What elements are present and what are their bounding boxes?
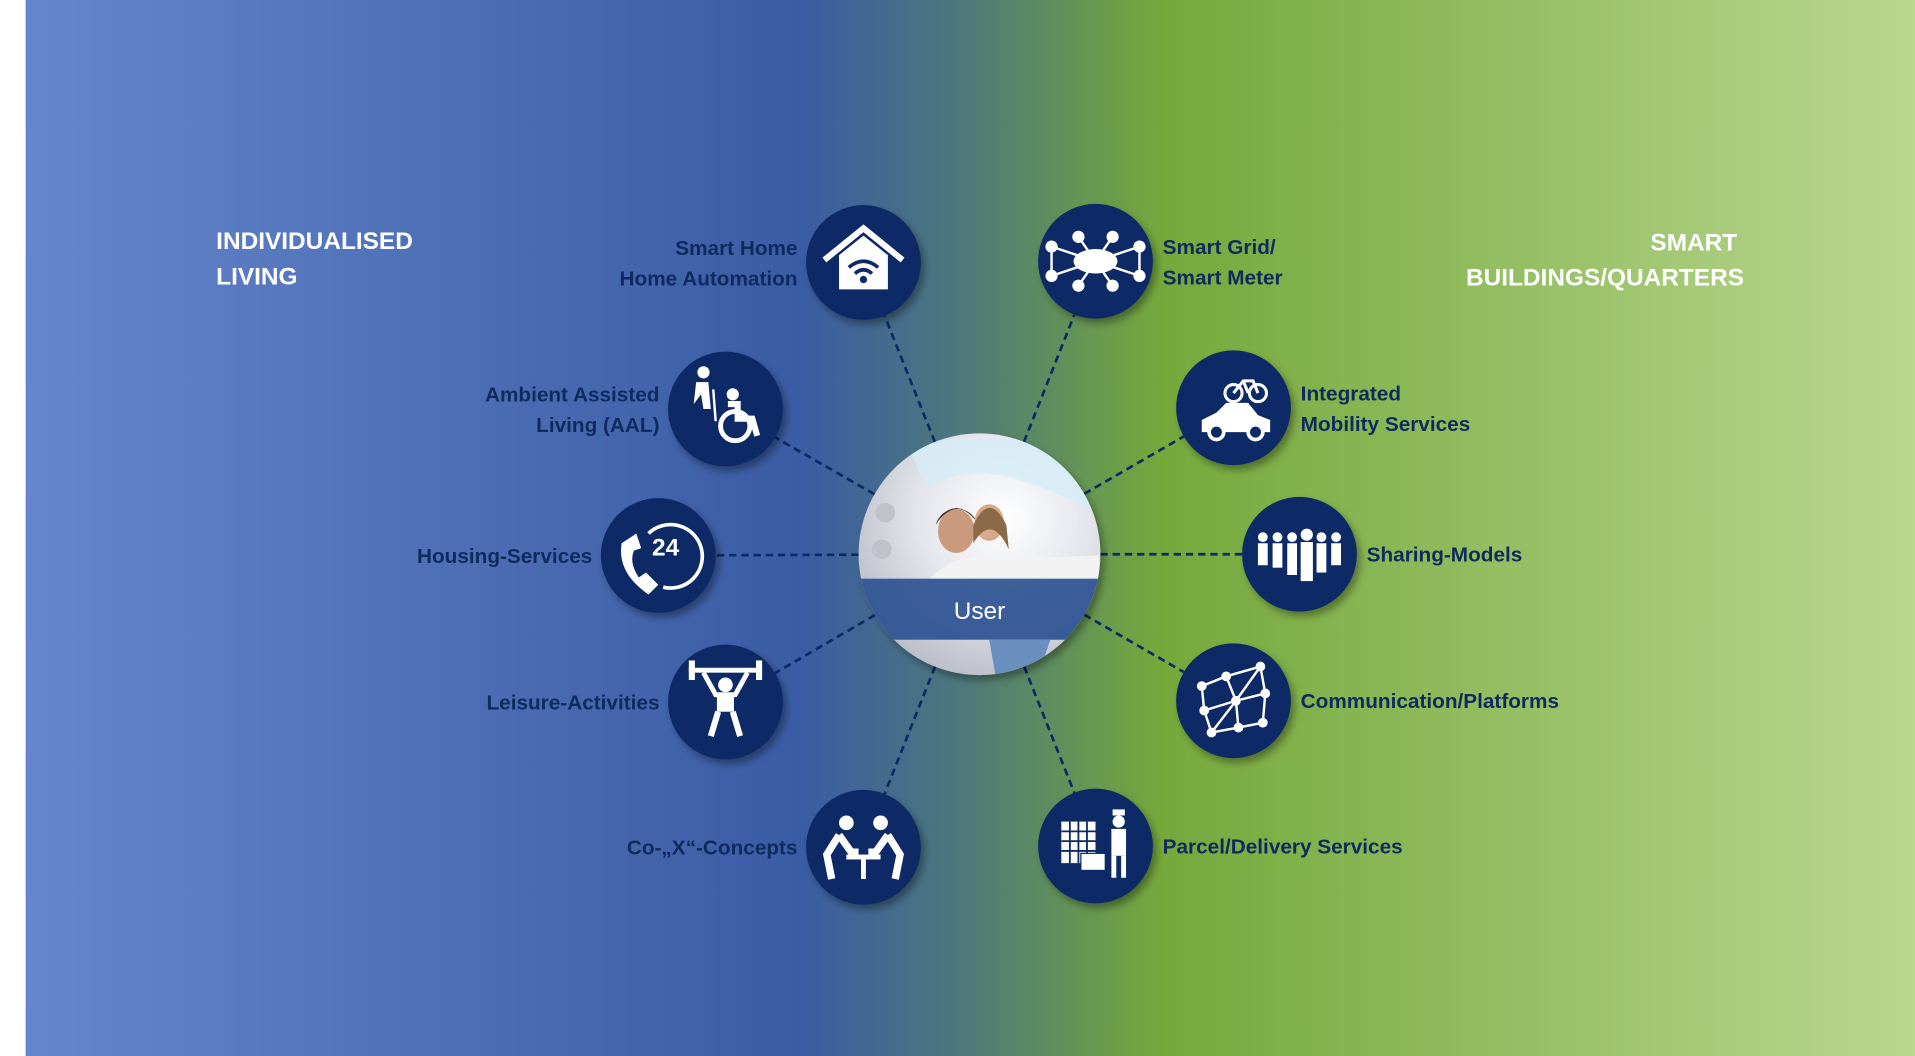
node-circle — [1038, 788, 1153, 904]
right-node-3[interactable]: Communication/Platforms — [1176, 643, 1559, 759]
right-node-2[interactable]: Sharing-Models — [1242, 496, 1523, 612]
connector-line — [1022, 314, 1076, 443]
left-node-label: Housing-Services — [417, 545, 592, 568]
node-circle — [668, 351, 783, 467]
user-label: User — [954, 598, 1006, 625]
svg-text:24: 24 — [652, 534, 680, 561]
right-node-4[interactable]: Parcel/Delivery Services — [1038, 788, 1403, 904]
right-node-label: Parcel/Delivery Services — [1163, 835, 1403, 858]
bike-car-icon — [1201, 379, 1271, 442]
right-title: SMART BUILDINGS/QUARTERS — [1466, 229, 1744, 291]
grid-network-icon — [1045, 230, 1146, 292]
parcel-delivery-icon — [1061, 809, 1127, 878]
right-node-0[interactable]: Smart Grid/Smart Meter — [1038, 203, 1283, 319]
left-node-label: Leisure-Activities — [486, 691, 659, 714]
smart-home-wifi-icon — [822, 224, 905, 290]
connector-line — [883, 666, 937, 795]
connector-line — [1083, 613, 1185, 674]
left-node-3[interactable]: Leisure-Activities — [486, 644, 783, 760]
connector-line — [883, 315, 937, 443]
right-node-label: Communication/Platforms — [1301, 690, 1559, 713]
left-node-label: Co-„X“-Concepts — [627, 837, 798, 860]
connector-line — [1083, 435, 1185, 496]
node-circle — [1242, 496, 1357, 612]
network-nodes-icon — [1196, 661, 1271, 738]
connector-lines — [715, 314, 1243, 795]
left-title: INDIVIDUALISED LIVING — [216, 228, 419, 290]
right-node-label: Sharing-Models — [1367, 544, 1523, 567]
right-node-label: Smart Grid/Smart Meter — [1163, 236, 1283, 290]
left-margin — [0, 0, 26, 1056]
node-circle — [806, 789, 921, 905]
weightlifter-icon — [688, 660, 763, 738]
connector-line — [774, 613, 876, 675]
left-node-2[interactable]: 24 Housing-Services — [417, 498, 716, 613]
people-group-icon — [1257, 528, 1341, 582]
connector-line — [774, 436, 876, 496]
coworking-icon — [822, 815, 904, 880]
user-center-node[interactable]: User — [855, 433, 1104, 676]
left-node-4[interactable]: Co-„X“-Concepts — [627, 789, 921, 905]
connector-line — [1022, 666, 1076, 794]
phone-24h-icon: 24 — [620, 522, 705, 595]
elderly-wheelchair-icon — [693, 366, 761, 444]
user-photo — [858, 439, 1101, 676]
